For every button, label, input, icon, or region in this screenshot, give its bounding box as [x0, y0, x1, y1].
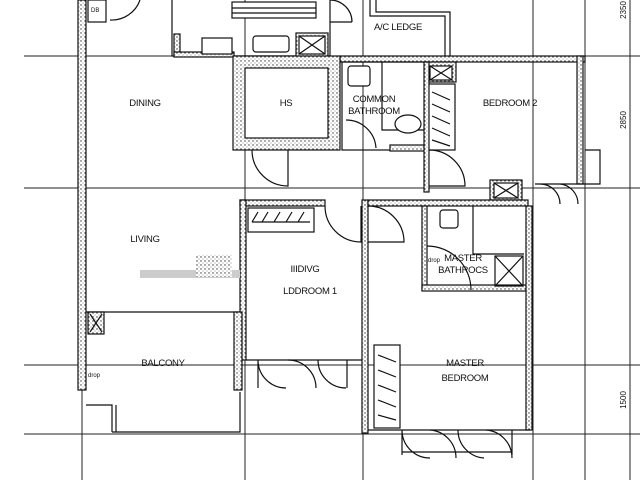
bedroom1-label-2: LDDROOM 1: [283, 286, 337, 297]
door-swing: [109, 0, 141, 21]
db-label: DB: [91, 8, 99, 14]
bedroom1-label-1: IIIDIVG: [290, 264, 319, 275]
living-label: LIVING: [130, 234, 159, 245]
master-bathroom-label-1: MASTER: [444, 253, 482, 264]
stove-icon: [201, 37, 233, 55]
household-shelter: [244, 67, 329, 139]
common-bathroom-label-2: BATHROOM: [348, 106, 400, 117]
balcony-label: BALCONY: [141, 358, 185, 369]
north-wall: [339, 55, 586, 63]
hs-door-swing: [251, 149, 289, 187]
drop-label-bathroom: drop: [428, 258, 441, 264]
bedroom1-window: [257, 359, 348, 389]
master-bedroom-label-2: BEDROOM: [442, 373, 489, 384]
bedroom-1: [239, 199, 369, 434]
bedroom2-window: [535, 149, 601, 205]
bedroom2-west-wall: [423, 61, 430, 193]
bedroom2-door-swing: [428, 149, 466, 187]
toilet-icon: [394, 114, 422, 134]
dimension-middle: 2850: [619, 111, 628, 129]
drop-label-balcony: drop: [88, 373, 101, 379]
balcony: [86, 311, 243, 433]
master-bedroom-window: [401, 429, 513, 459]
basin-icon: [439, 209, 459, 229]
master-bathroom-label-2: BATHROCS: [438, 265, 488, 276]
dimension-bottom: 1500: [619, 391, 628, 409]
bedroom2-label: BEDROOM 2: [483, 98, 537, 109]
living-feature: [196, 255, 232, 277]
kitchen: [171, 0, 353, 58]
dining-label: DINING: [129, 98, 160, 109]
master-bedroom: [368, 344, 530, 459]
left-exterior-wall: [77, 0, 87, 391]
living-counter: [140, 270, 240, 278]
common-bathroom-label-1: COMMON: [353, 94, 396, 105]
ac-ledge: [369, 0, 451, 67]
ac-ledge-label: A/C LEDGE: [374, 22, 422, 33]
hs-label: HS: [280, 98, 293, 109]
db-cabinet: [87, 0, 107, 23]
master-bedroom-label-1: MASTER: [446, 358, 484, 369]
dimension-top: 2350: [619, 1, 628, 19]
shaft-x-icon: [298, 35, 326, 55]
wardrobe: [373, 344, 401, 429]
common-bathroom: [341, 61, 427, 152]
sink-icon: [252, 35, 290, 53]
basin-icon: [347, 65, 371, 87]
bedroom2-east-wall: [576, 55, 584, 185]
wardrobe: [247, 207, 315, 233]
